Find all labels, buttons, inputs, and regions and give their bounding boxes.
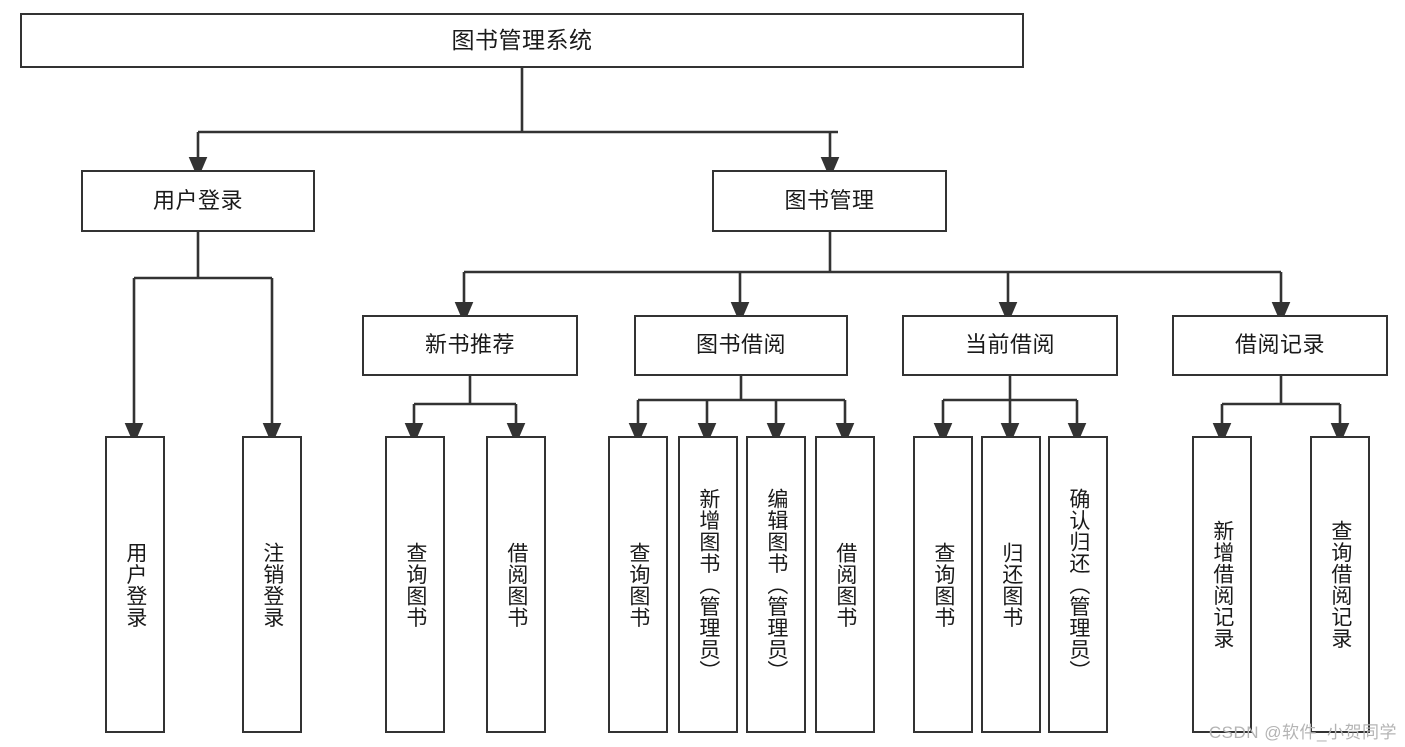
node-leaf-add-borrow-record[interactable]: 新增借阅记录 bbox=[1192, 436, 1252, 733]
node-leaf-query-borrow-record[interactable]: 查询借阅记录 bbox=[1310, 436, 1370, 733]
node-book-manage[interactable]: 图书管理 bbox=[712, 170, 947, 232]
node-leaf-user-login[interactable]: 用户登录 bbox=[105, 436, 165, 733]
node-leaf-borrow-book-recommend[interactable]: 借阅图书 bbox=[486, 436, 546, 733]
node-user-login[interactable]: 用户登录 bbox=[81, 170, 315, 232]
watermark-text: CSDN @软件_小贺同学 bbox=[1208, 723, 1397, 742]
node-leaf-add-book-admin[interactable]: 新增图书（管理员） bbox=[678, 436, 738, 733]
node-leaf-edit-book-admin[interactable]: 编辑图书（管理员） bbox=[746, 436, 806, 733]
node-root-system[interactable]: 图书管理系统 bbox=[20, 13, 1024, 68]
node-leaf-return-book[interactable]: 归还图书 bbox=[981, 436, 1041, 733]
node-leaf-query-book-borrow[interactable]: 查询图书 bbox=[608, 436, 668, 733]
node-leaf-query-book-recommend[interactable]: 查询图书 bbox=[385, 436, 445, 733]
node-new-book-recommend[interactable]: 新书推荐 bbox=[362, 315, 578, 376]
node-borrow-record[interactable]: 借阅记录 bbox=[1172, 315, 1388, 376]
node-leaf-borrow-book[interactable]: 借阅图书 bbox=[815, 436, 875, 733]
node-book-borrow[interactable]: 图书借阅 bbox=[634, 315, 848, 376]
node-current-borrow[interactable]: 当前借阅 bbox=[902, 315, 1118, 376]
node-leaf-logout-login[interactable]: 注销登录 bbox=[242, 436, 302, 733]
node-leaf-query-book-current[interactable]: 查询图书 bbox=[913, 436, 973, 733]
node-leaf-confirm-return-admin[interactable]: 确认归还（管理员） bbox=[1048, 436, 1108, 733]
